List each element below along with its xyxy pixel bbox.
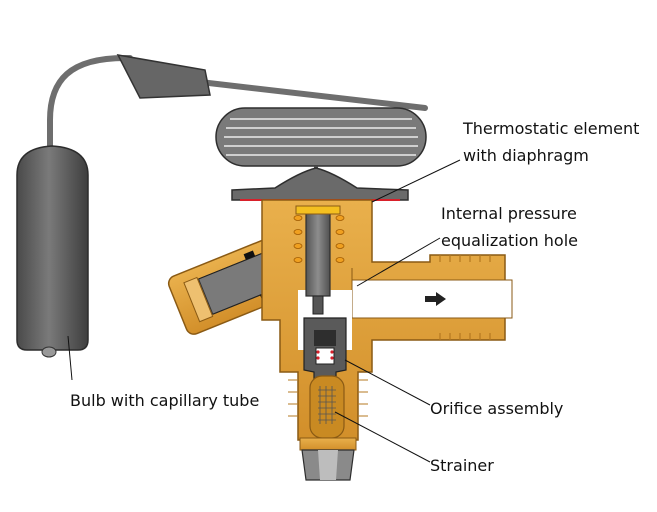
equalization-hole-label-line1: Internal pressure bbox=[441, 204, 577, 223]
superheat-spring bbox=[293, 215, 345, 263]
flow-arrow-icon bbox=[425, 292, 446, 306]
sensing-bulb bbox=[16, 145, 89, 358]
capillary-tube bbox=[47, 54, 428, 153]
strainer-label: Strainer bbox=[430, 456, 494, 475]
bottom-nozzle bbox=[288, 379, 368, 481]
leader-lines bbox=[67, 159, 461, 463]
thermostatic-element-label-line1: Thermostatic element bbox=[463, 119, 640, 138]
equalization-hole-label-line2: equalization hole bbox=[441, 231, 578, 250]
orifice-assembly-label: Orifice assembly bbox=[430, 399, 564, 418]
thermostatic-element-label-line2: with diaphragm bbox=[463, 146, 589, 165]
bulb-label: Bulb with capillary tube bbox=[70, 391, 260, 410]
strainer bbox=[309, 375, 345, 439]
push-pin-stem bbox=[295, 205, 341, 315]
thermostatic-coil bbox=[215, 107, 427, 176]
orifice-assembly bbox=[303, 317, 347, 381]
